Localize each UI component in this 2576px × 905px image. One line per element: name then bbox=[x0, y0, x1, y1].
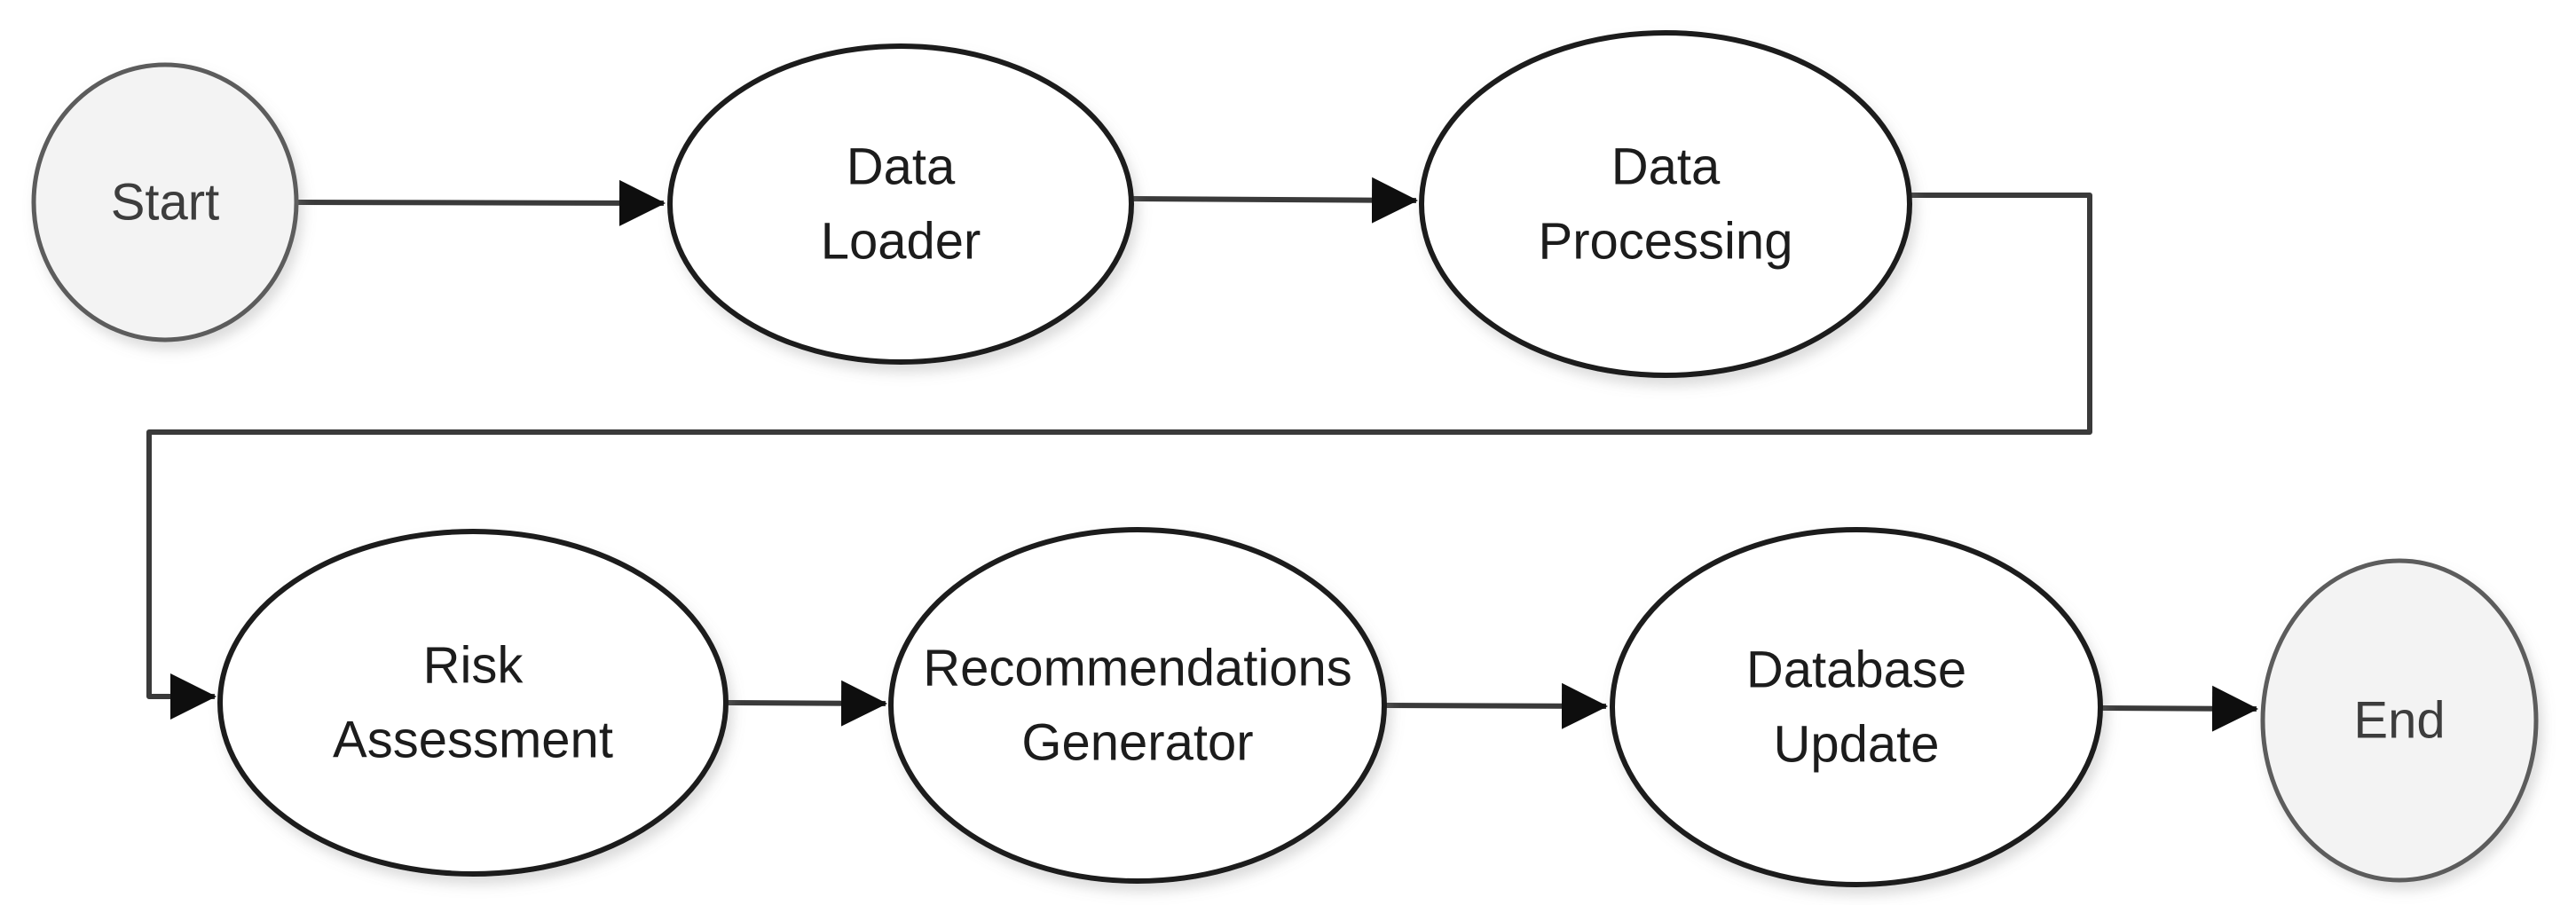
node-recommendations-generator-shape bbox=[888, 527, 1387, 884]
node-database-update-shape bbox=[1610, 527, 2103, 887]
edge-database-update-to-end bbox=[2100, 685, 2258, 732]
edge-data-loader-to-data-processing bbox=[1131, 177, 1418, 224]
node-start: Start bbox=[31, 62, 299, 342]
edge-recommendations-generator-to-database-update bbox=[1384, 682, 1608, 729]
edge-start-to-data-loader bbox=[297, 179, 666, 226]
node-end-label: End bbox=[2353, 692, 2445, 750]
node-data-loader-shape bbox=[667, 43, 1134, 365]
node-data-processing-shape bbox=[1419, 30, 1912, 378]
node-end-shape bbox=[2260, 558, 2539, 883]
node-end: End bbox=[2260, 558, 2539, 883]
node-risk-assessment-shape bbox=[217, 529, 729, 877]
edge-risk-assessment-to-recommendations-generator bbox=[726, 680, 887, 727]
node-start-shape bbox=[31, 62, 299, 342]
edge-data-processing-to-risk-assessment bbox=[146, 193, 2092, 720]
node-start-label: Start bbox=[111, 174, 220, 232]
